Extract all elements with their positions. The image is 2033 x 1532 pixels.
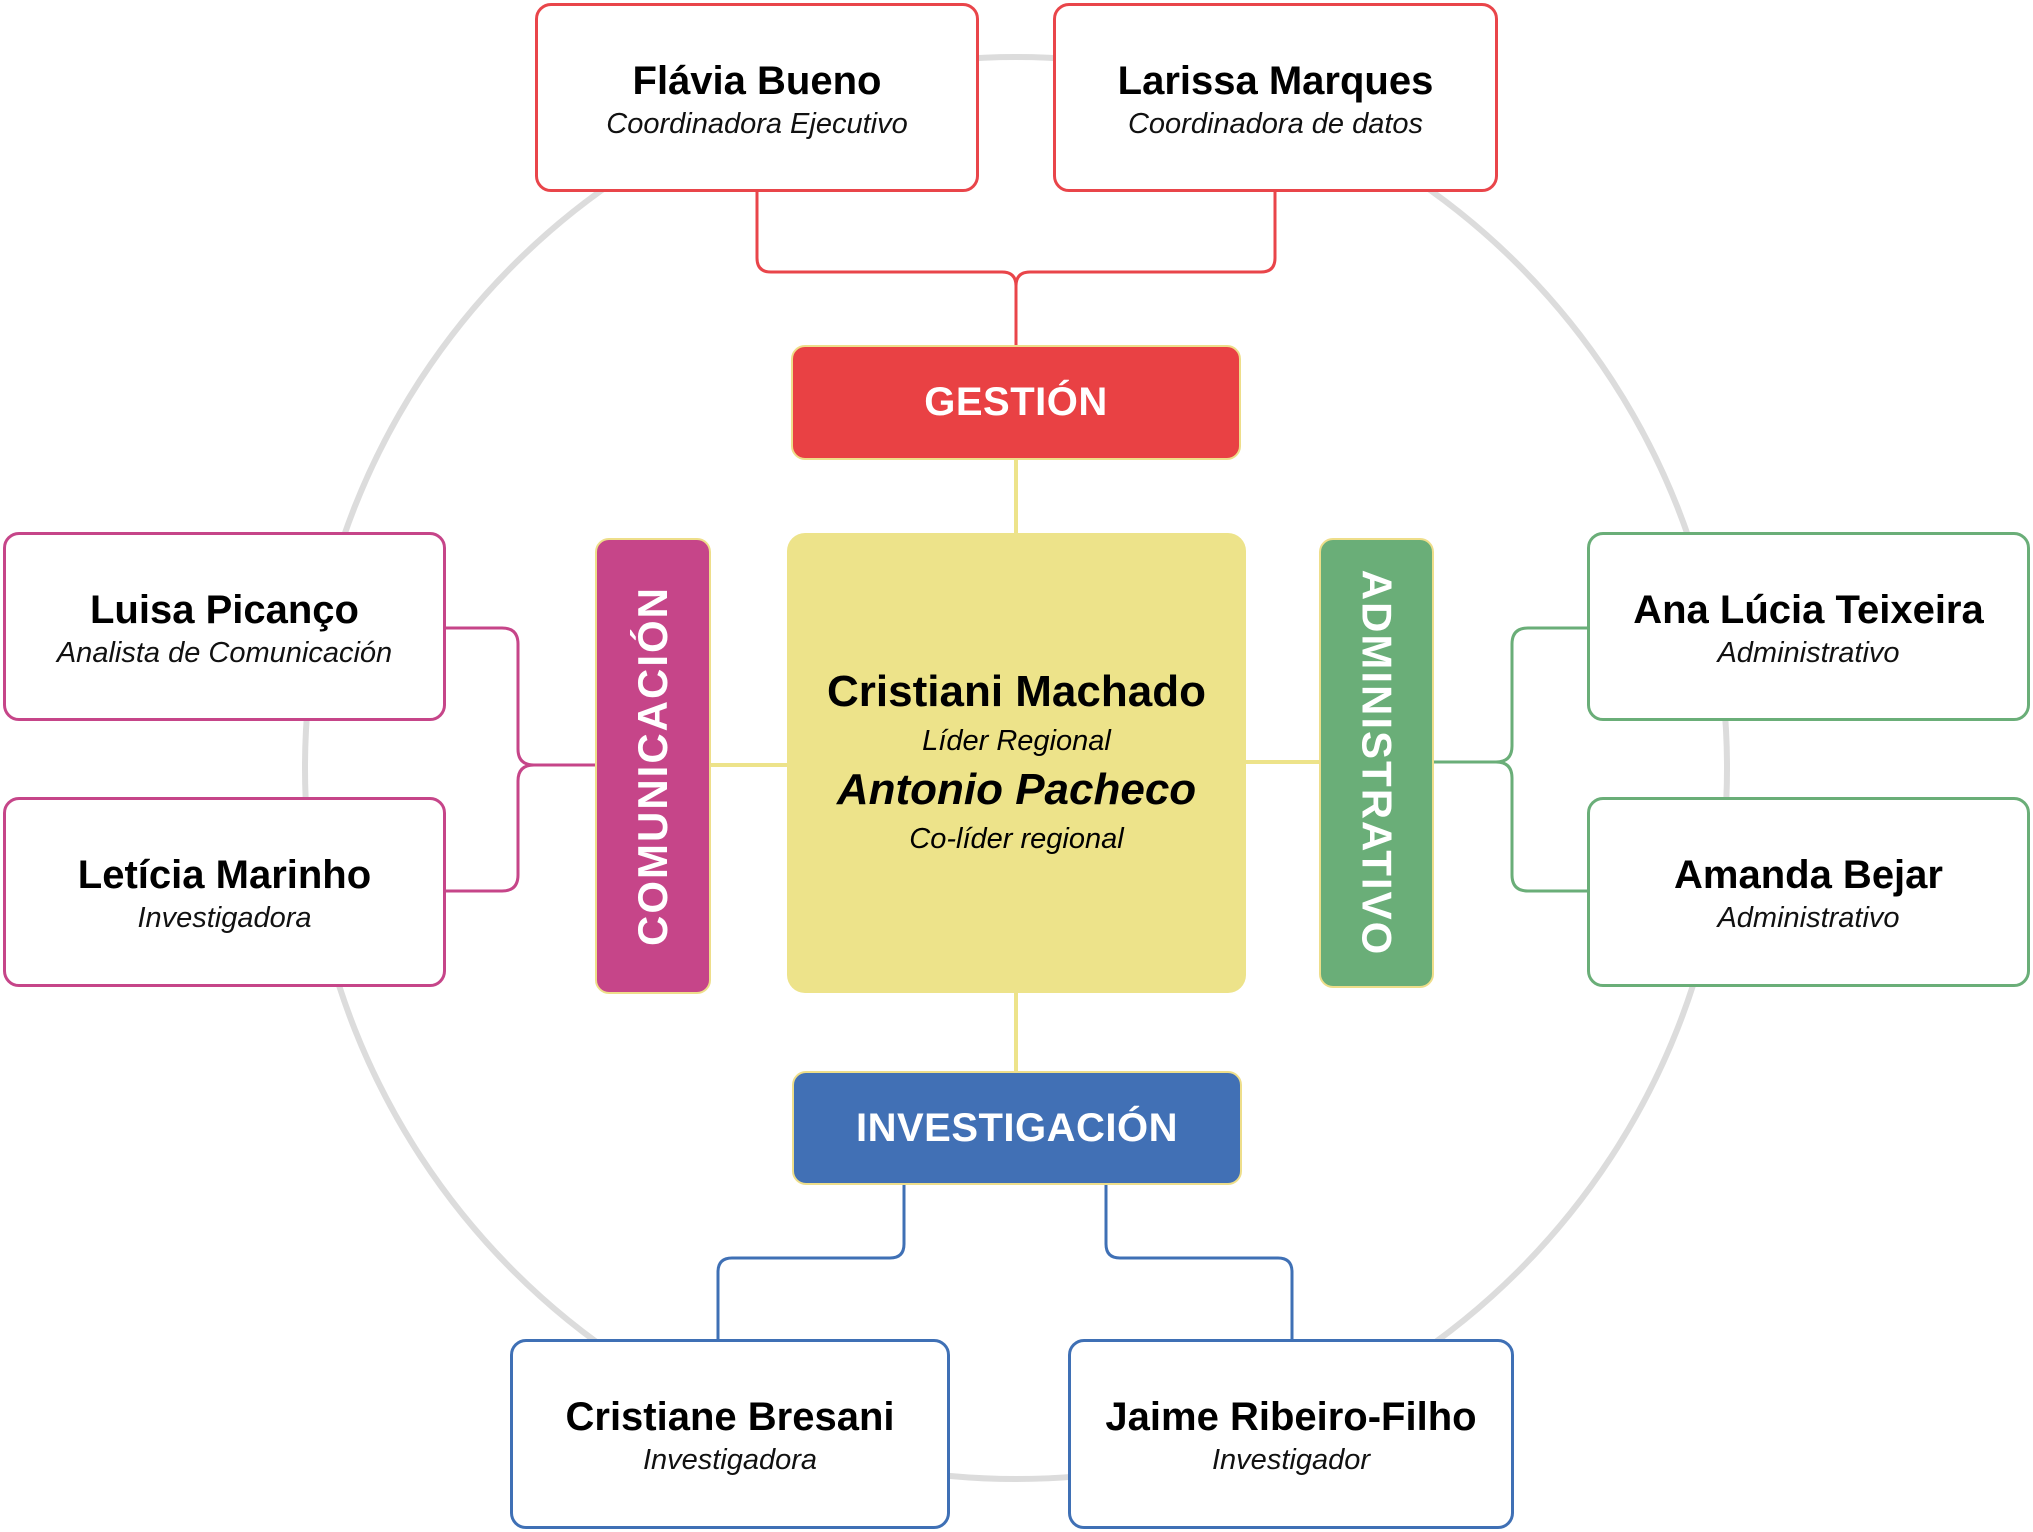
member-role: Administrativo <box>1717 637 1900 669</box>
member-name: Amanda Bejar <box>1674 853 1943 897</box>
regional-leadership-box: Cristiani Machado Líder Regional Antonio… <box>787 533 1246 993</box>
connector-investigacion-members <box>716 1185 1294 1339</box>
coleader-name: Antonio Pacheco <box>836 765 1197 814</box>
member-card-amanda-bejar: Amanda Bejar Administrativo <box>1587 797 2030 987</box>
member-name: Ana Lúcia Teixeira <box>1633 588 1984 632</box>
member-name: Flávia Bueno <box>632 59 882 103</box>
member-name: Jaime Ribeiro-Filho <box>1105 1395 1477 1439</box>
department-comunicacion: COMUNICACIÓN <box>595 538 711 994</box>
department-administrativo: ADMINISTRATIVO <box>1319 538 1434 988</box>
department-label: INVESTIGACIÓN <box>855 1105 1179 1150</box>
department-label: COMUNICACIÓN <box>629 586 677 946</box>
department-gestion: GESTIÓN <box>791 345 1241 460</box>
member-name: Luisa Picanço <box>90 588 359 632</box>
member-card-jaime-ribeiro-filho: Jaime Ribeiro-Filho Investigador <box>1068 1339 1514 1529</box>
member-name: Cristiane Bresani <box>565 1395 895 1439</box>
member-role: Coordinadora Ejecutivo <box>606 108 908 140</box>
member-role: Analista de Comunicación <box>56 637 393 669</box>
background-ring <box>302 54 1730 1482</box>
member-role: Investigadora <box>137 902 312 934</box>
department-investigacion: INVESTIGACIÓN <box>792 1071 1242 1185</box>
coleader-role: Co-líder regional <box>909 823 1124 855</box>
member-card-cristiane-bresani: Cristiane Bresani Investigadora <box>510 1339 950 1529</box>
member-card-luisa-picanco: Luisa Picanço Analista de Comunicación <box>3 532 446 721</box>
leader-role: Líder Regional <box>922 725 1111 757</box>
member-role: Administrativo <box>1717 902 1900 934</box>
member-card-leticia-marinho: Letícia Marinho Investigadora <box>3 797 446 987</box>
department-label: ADMINISTRATIVO <box>1353 569 1401 957</box>
connector-administrativo-members <box>1434 626 1587 893</box>
member-role: Investigador <box>1212 1444 1370 1476</box>
member-card-ana-lucia-teixeira: Ana Lúcia Teixeira Administrativo <box>1587 532 2030 721</box>
member-card-flavia-bueno: Flávia Bueno Coordinadora Ejecutivo <box>535 3 979 192</box>
connector-gestion-members <box>755 192 1277 345</box>
department-label: GESTIÓN <box>924 380 1108 424</box>
member-card-larissa-marques: Larissa Marques Coordinadora de datos <box>1053 3 1498 192</box>
connector-comunicacion-members <box>446 626 595 893</box>
leader-name: Cristiani Machado <box>827 667 1206 716</box>
member-role: Investigadora <box>642 1444 818 1476</box>
member-name: Letícia Marinho <box>77 853 372 897</box>
member-name: Larissa Marques <box>1117 59 1434 103</box>
member-role: Coordinadora de datos <box>1127 108 1424 140</box>
